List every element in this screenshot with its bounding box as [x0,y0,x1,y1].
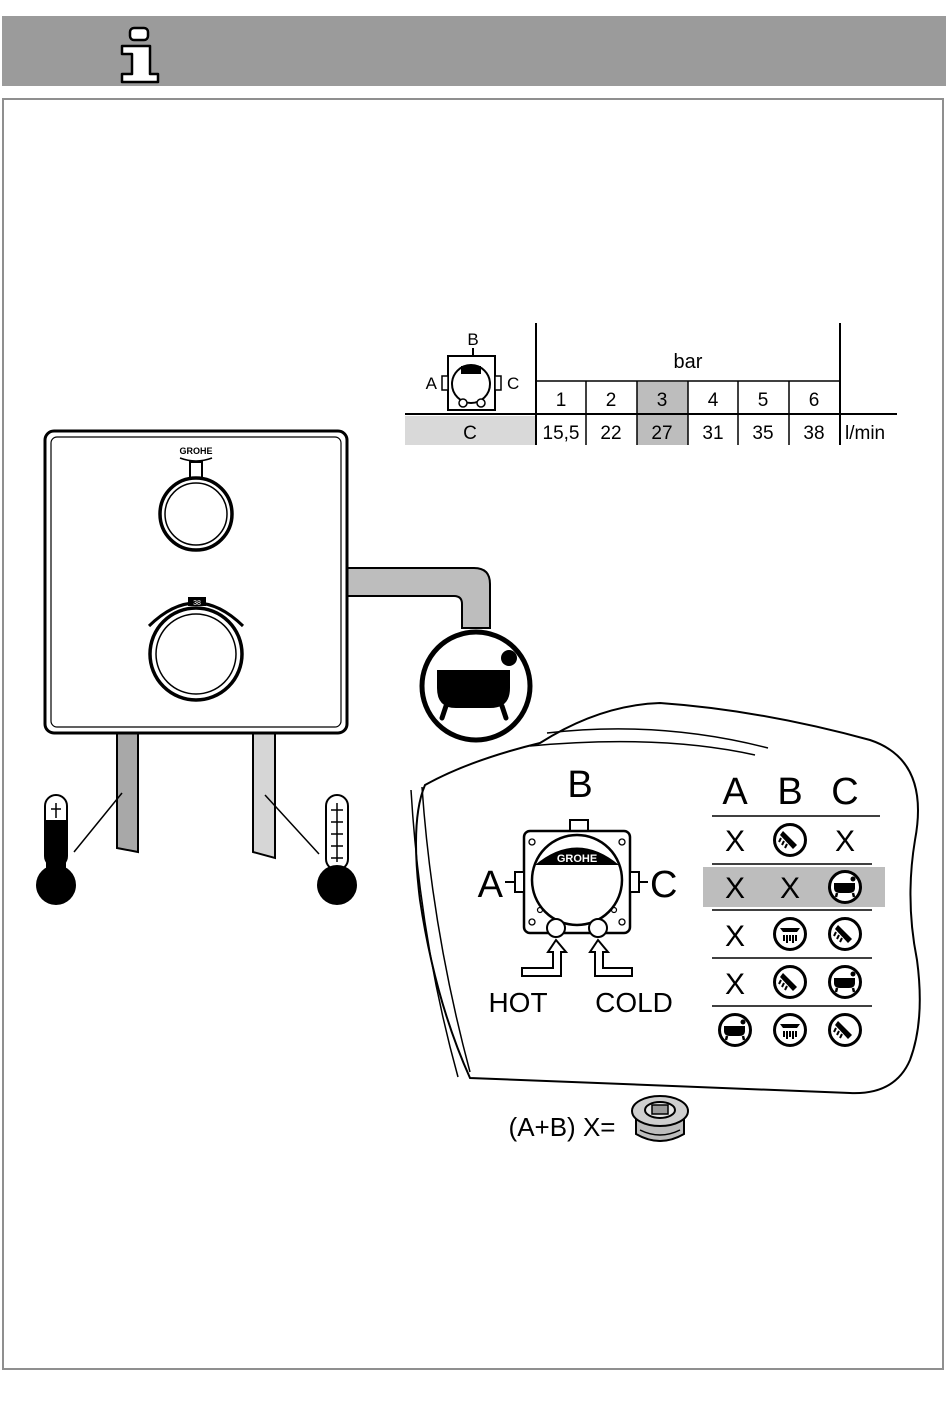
thermostat-handle[interactable] [150,608,242,700]
mini-port-b-label: B [467,330,478,349]
outlet-r3-a: X [725,920,745,953]
outlet-r2-a: X [725,872,745,905]
hand-shower-icon [830,1015,861,1046]
pressure-5: 5 [758,390,769,411]
flow-4: 31 [702,423,723,444]
hot-label: HOT [488,987,547,1018]
flow-unit: l/min [845,423,885,444]
flow-5: 35 [752,423,773,444]
outlet-header-a: A [722,771,748,813]
outlet-header-c: C [831,771,858,813]
mini-valve-diagram: B A C [426,330,520,410]
flow-3: 27 [651,423,672,444]
unit-header-bar: bar [674,351,703,373]
outlet-r1-a: X [725,825,745,858]
hot-thermometer-icon [36,793,122,905]
mini-port-a-label: A [426,374,438,393]
plug-note-text: (A+B) X= [509,1112,616,1142]
bathtub-icon [830,967,861,998]
bathtub-icon [720,1015,751,1046]
hand-shower-icon [775,967,806,998]
flow-6: 38 [803,423,824,444]
cold-supply-pipe [253,730,275,858]
hand-shower-icon [775,825,806,856]
port-c-label: C [650,864,677,906]
outlet-r1-c: X [835,825,855,858]
head-shower-icon [775,1015,806,1046]
detail-callout: B GROHE A C HOT COLD [411,703,920,1093]
blanking-plug-icon [632,1096,688,1141]
cold-label: COLD [595,987,673,1018]
flow-row-label: C [463,423,477,444]
hot-supply-pipe [117,730,138,852]
outlet-r2-b: X [780,872,800,905]
flow-table: B A C bar 1 2 3 4 5 6 C 15,5 [405,323,897,445]
flow-2: 22 [600,423,621,444]
valve-brand: GROHE [557,853,597,865]
port-b-label: B [567,764,592,806]
pressure-4: 4 [708,390,719,411]
bathtub-icon [830,872,861,903]
port-a-label: A [478,864,504,906]
mini-port-c-label: C [507,374,519,393]
bathtub-outlet-icon [422,632,530,740]
plug-note: (A+B) X= [509,1096,688,1142]
cold-thermometer-icon [265,795,357,905]
outlet-header-b: B [777,771,802,813]
pressure-1: 1 [556,390,567,411]
thermostat-temp-label: 38 [193,600,201,607]
diverter-handle[interactable] [160,478,232,550]
pressure-3: 3 [657,390,668,411]
pressure-2: 2 [606,390,617,411]
outlet-pipe [346,568,490,628]
mixer-brand: GROHE [179,446,212,456]
hand-shower-icon [830,919,861,950]
head-shower-icon [775,919,806,950]
flow-1: 15,5 [543,423,580,444]
pressure-6: 6 [809,390,820,411]
outlet-r4-a: X [725,968,745,1001]
